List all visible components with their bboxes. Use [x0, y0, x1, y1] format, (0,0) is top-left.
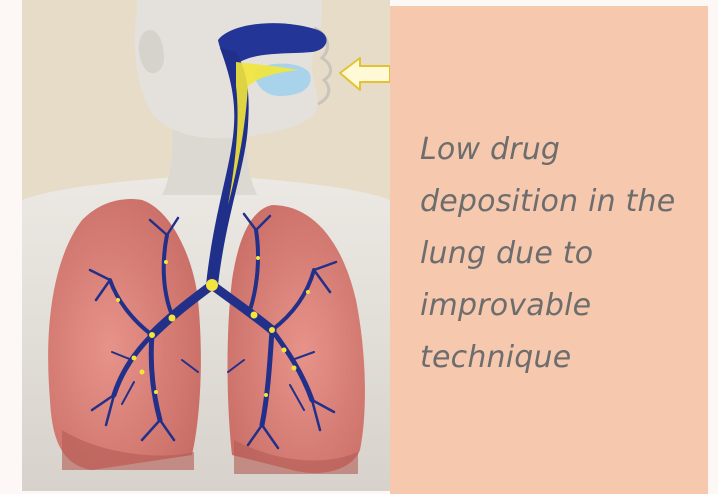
caption-text: Low drug deposition in the lung due to i…: [420, 124, 700, 384]
respiratory-system-illustration: [22, 0, 390, 491]
left-lung: [48, 199, 201, 470]
caption-panel: Low drug deposition in the lung due to i…: [390, 6, 708, 494]
